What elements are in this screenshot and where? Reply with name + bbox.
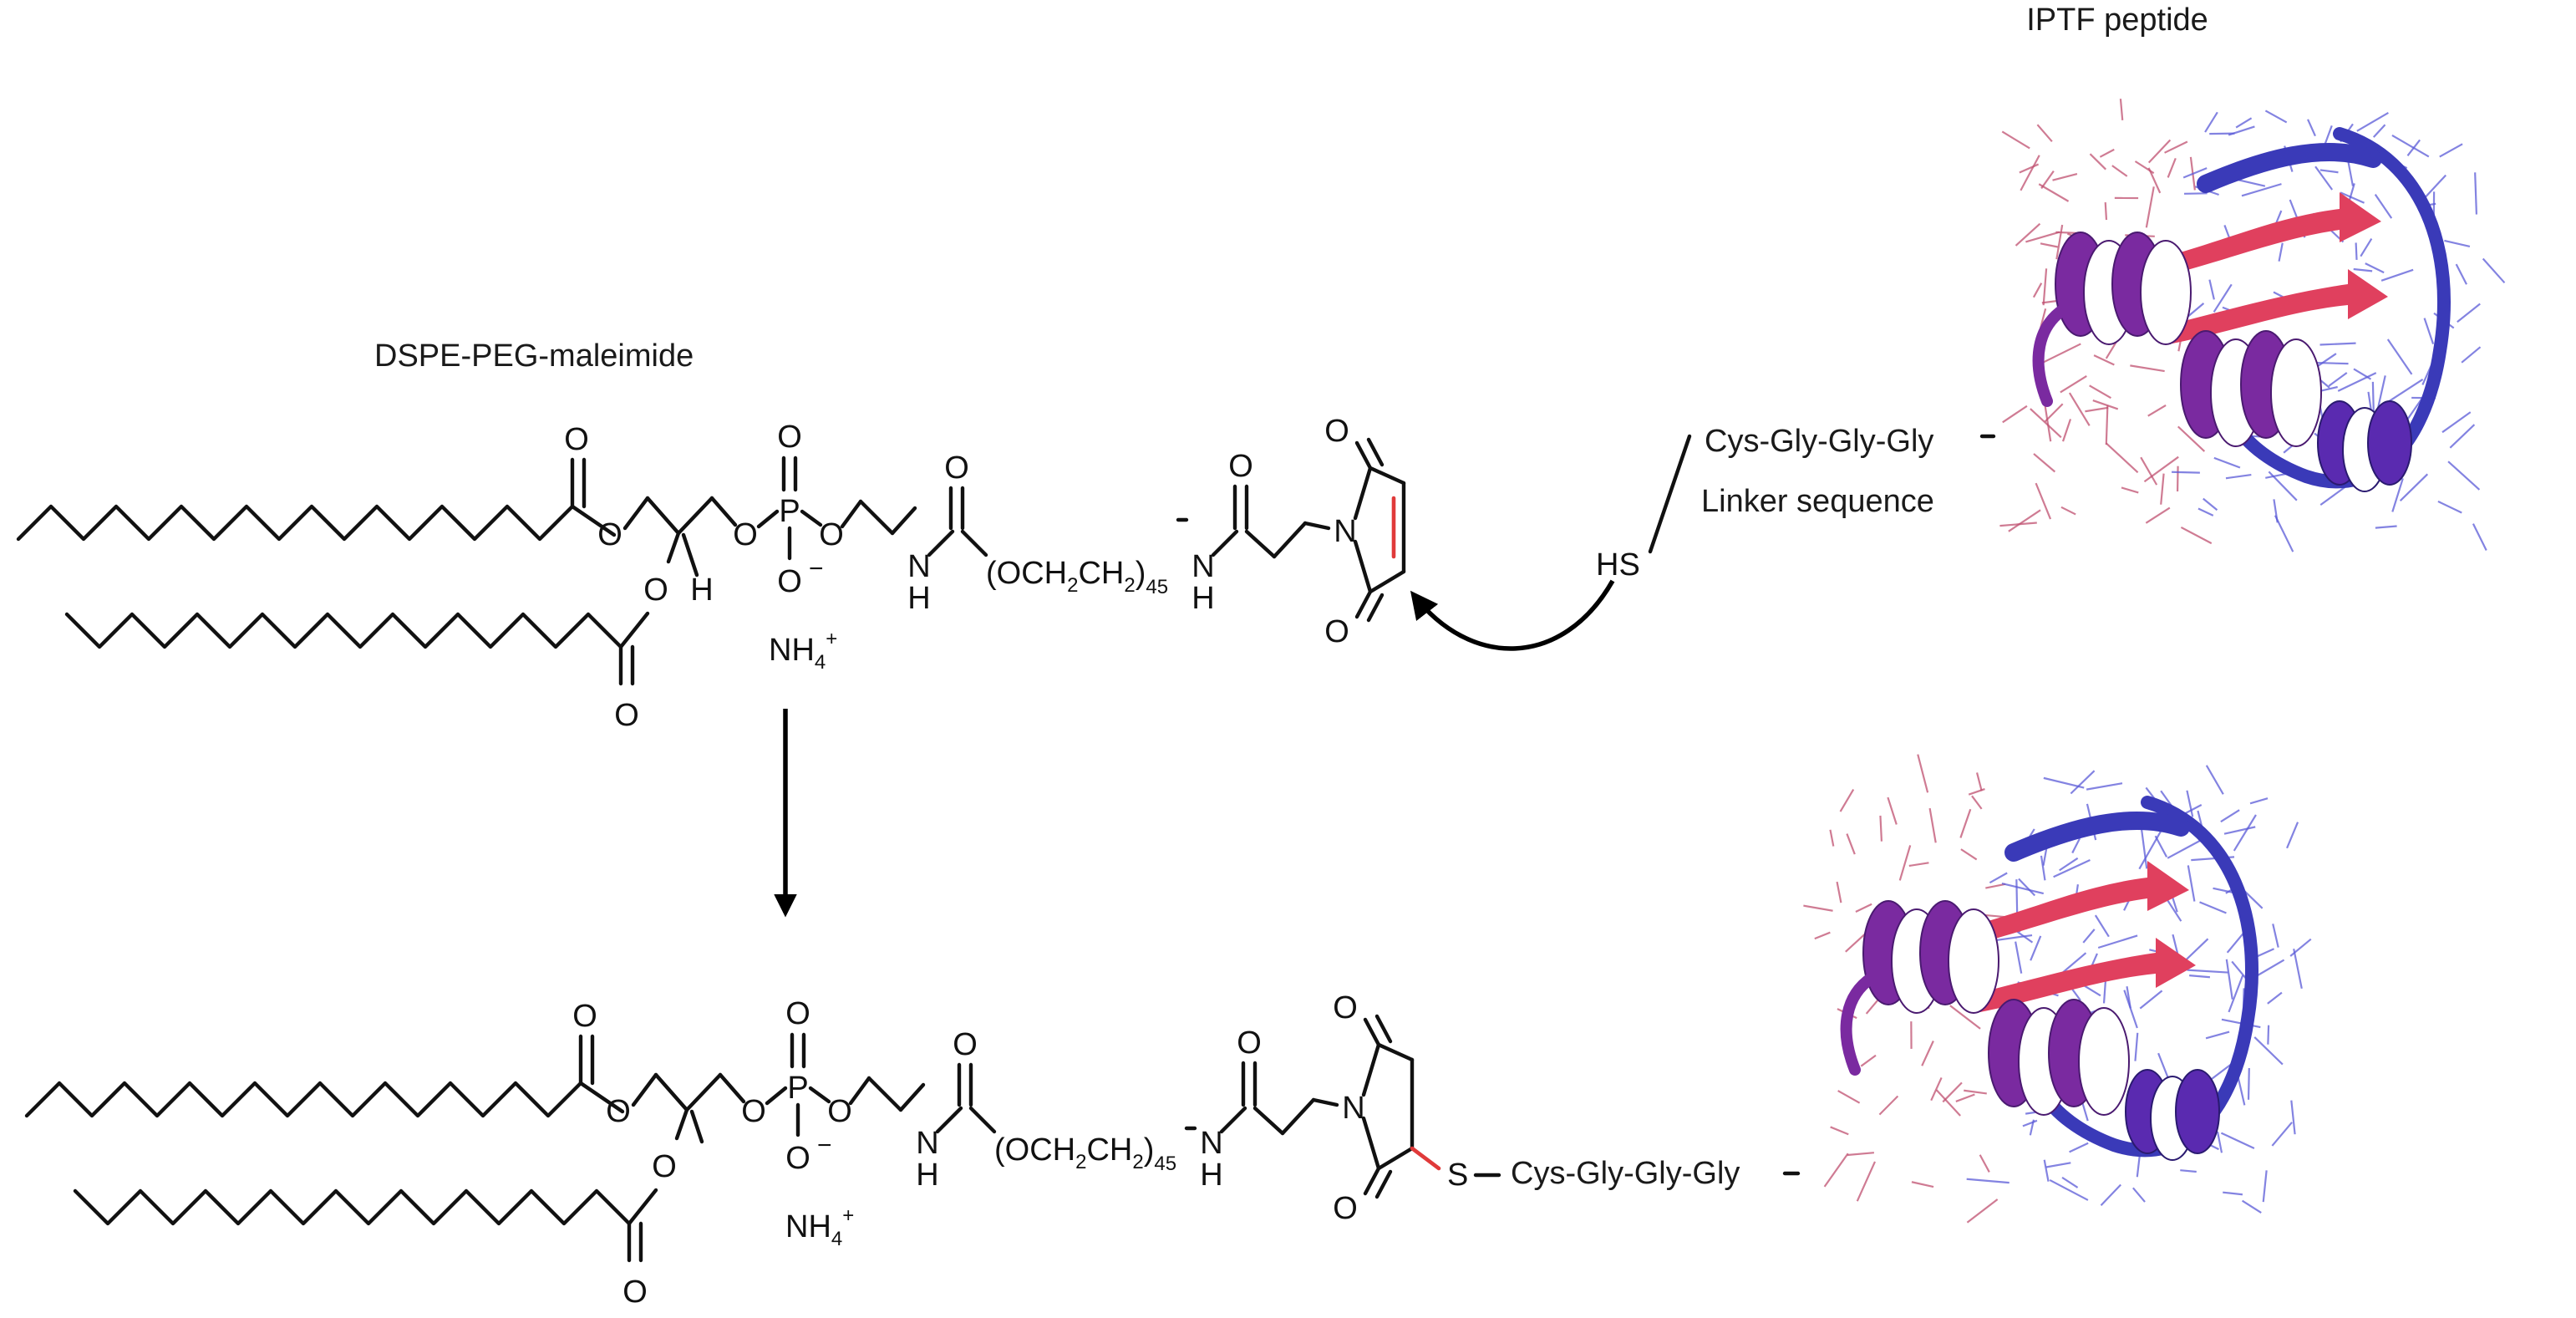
bottom-acyl-chain-2 xyxy=(73,1188,632,1226)
bottom-atom-n-carbamate: N xyxy=(916,1126,938,1161)
atom-s-thioether: S xyxy=(1447,1158,1468,1193)
counterion-bottom: NH4+ xyxy=(785,1204,854,1250)
linker-caption: Linker sequence xyxy=(1701,484,1934,519)
bottom-atom-n-amide: N xyxy=(1200,1126,1222,1161)
top-structure: O O H O O P O O − O N H O xyxy=(16,414,1406,733)
atom-o-maleimide-1: O xyxy=(1324,414,1349,449)
thiol-group: HS xyxy=(1596,547,1640,583)
atom-h-carbamate: H xyxy=(907,581,930,616)
bottom-atom-o-succinimide-2: O xyxy=(1333,1191,1358,1226)
reagent-name-label: DSPE-PEG-maleimide xyxy=(374,338,694,374)
atom-p: P xyxy=(779,494,800,529)
bottom-atom-o-ester-1: O xyxy=(606,1094,631,1129)
bottom-atom-n-succinimide: N xyxy=(1342,1091,1364,1126)
bottom-atom-o-phosphoryl: O xyxy=(785,996,810,1031)
atom-h-amide: H xyxy=(1191,581,1214,616)
bottom-atom-h-amide: H xyxy=(1200,1158,1222,1193)
atom-o-ester-1: O xyxy=(597,517,622,552)
bottom-atom-p: P xyxy=(787,1071,808,1106)
atom-n-amide: N xyxy=(1191,549,1214,584)
bottom-structure: O O O O P O O − O N H O (OCH2CH2)45 N xyxy=(24,990,1501,1310)
atom-o-carbonyl-1: O xyxy=(564,422,589,457)
atom-o-phosphate-1: O xyxy=(733,517,758,552)
atom-n-maleimide: N xyxy=(1334,514,1356,549)
bottom-atom-o-amide: O xyxy=(1237,1025,1262,1061)
bottom-atom-o-ester-2: O xyxy=(652,1149,677,1184)
thiol-addition-arrow xyxy=(1410,579,1615,651)
bottom-atom-o-phosphate-2: O xyxy=(827,1094,852,1129)
peptide-structure-bottom xyxy=(1803,754,2312,1224)
bottom-peg-repeat: (OCH2CH2)45 xyxy=(994,1132,1176,1175)
bottom-atom-o-minus: O xyxy=(785,1141,810,1176)
atom-o-phosphoryl: O xyxy=(777,420,802,455)
atom-o-phosphate-2: O xyxy=(819,517,844,552)
peptide-structure-top xyxy=(1999,99,2506,552)
linker-sequence-top: Cys-Gly-Gly-Gly xyxy=(1705,424,1933,459)
atom-o-maleimide-2: O xyxy=(1324,614,1349,649)
peptide-name-label: IPTF peptide xyxy=(2026,3,2208,38)
atom-o-minus: O xyxy=(777,564,802,599)
bottom-charge-minus: − xyxy=(817,1132,832,1159)
thioether-bond xyxy=(1410,1146,1441,1171)
atom-o-carbamate: O xyxy=(944,450,969,486)
bottom-atom-o-carbamate: O xyxy=(953,1027,978,1062)
counterion-top: NH4+ xyxy=(769,628,837,674)
atom-n-carbamate: N xyxy=(907,549,930,584)
bottom-atom-h-carbamate: H xyxy=(916,1158,938,1193)
peg-repeat: (OCH2CH2)45 xyxy=(986,556,1168,598)
bottom-atom-o-carbonyl-1: O xyxy=(572,999,597,1034)
bottom-atom-o-succinimide-1: O xyxy=(1333,990,1358,1025)
bottom-atom-o-carbonyl-2: O xyxy=(622,1275,648,1310)
bottom-atom-o-phosphate-1: O xyxy=(741,1094,766,1129)
atom-o-ester-2: O xyxy=(643,572,668,608)
bottom-acyl-chain-1 xyxy=(24,1081,583,1118)
top-acyl-chain-2 xyxy=(64,612,623,649)
atom-o-carbonyl-2: O xyxy=(614,698,639,733)
linker-sequence-bottom: Cys-Gly-Gly-Gly xyxy=(1511,1156,1740,1191)
atom-o-amide: O xyxy=(1228,449,1253,484)
charge-minus: − xyxy=(809,555,824,583)
top-acyl-chain-1 xyxy=(16,504,575,542)
atom-h-stereo: H xyxy=(690,572,713,608)
